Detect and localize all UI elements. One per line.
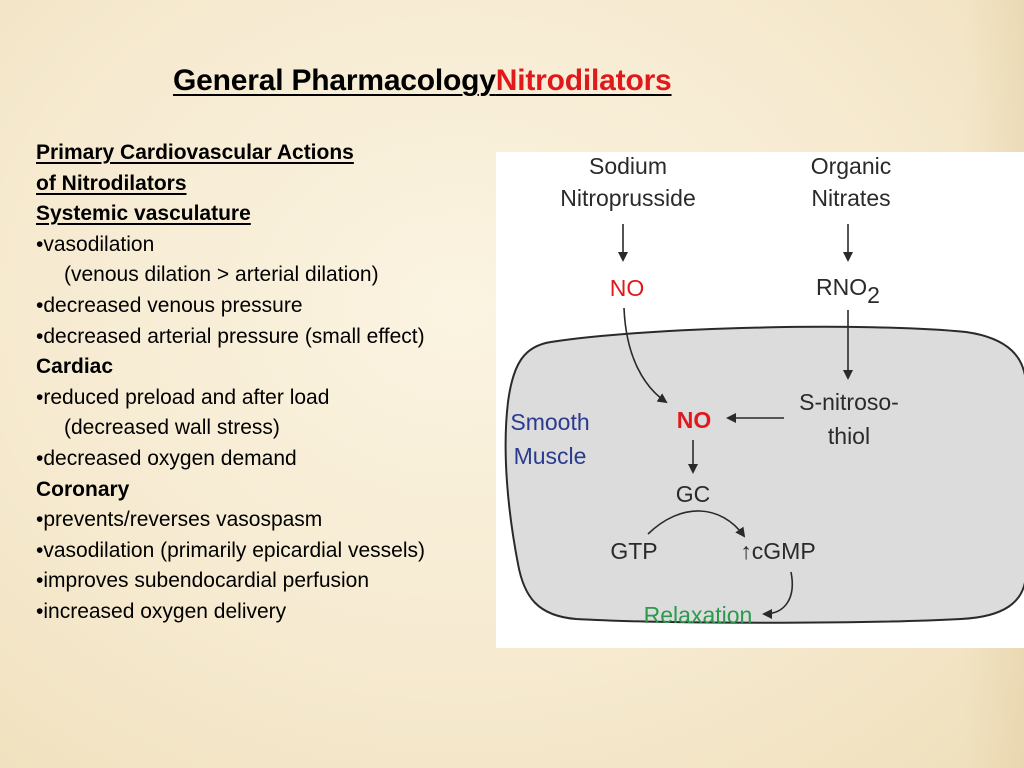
smooth-muscle-cell xyxy=(504,325,1024,624)
bullet-systemic-3: •decreased venous pressure xyxy=(36,293,303,317)
label-relaxation: Relaxation xyxy=(644,602,753,628)
slide-title: General PharmacologyNitrodilators xyxy=(173,64,672,98)
label-gc: GC xyxy=(676,481,711,507)
title-accent: Nitrodilators xyxy=(495,64,672,97)
label-no-center: NO xyxy=(677,407,712,433)
label-cgmp: ↑cGMP xyxy=(740,538,815,564)
bullet-coronary-3: •improves subendocardial perfusion xyxy=(36,569,370,593)
heading-cardiac: Cardiac xyxy=(36,355,114,379)
bullet-coronary-4: •increased oxygen delivery xyxy=(36,599,287,623)
label-organic: Organic xyxy=(811,153,892,179)
pathway-svg: Sodium Nitroprusside Organic Nitrates NO… xyxy=(504,153,1024,628)
label-rno2: RNO2 xyxy=(816,274,880,308)
bullet-cardiac-1: •reduced preload and after load xyxy=(36,385,330,409)
bullet-coronary-1: •prevents/reverses vasospasm xyxy=(36,508,323,532)
arrow-cgmp-to-relaxation xyxy=(762,571,793,619)
label-sodium: Sodium xyxy=(589,153,667,179)
arrow-gtp-to-cgmp xyxy=(647,510,746,538)
title-main: General Pharmacology xyxy=(173,64,496,97)
label-no-top: NO xyxy=(610,275,645,301)
bullet-cardiac-2: (decreased wall stress) xyxy=(64,416,280,440)
label-muscle: Muscle xyxy=(514,443,587,469)
heading-primary-line2: of Nitrodilators xyxy=(36,171,187,195)
heading-coronary: Coronary xyxy=(36,477,130,501)
bullet-coronary-2: •vasodilation (primarily epicardial vess… xyxy=(36,538,425,562)
bullet-systemic-4: •decreased arterial pressure (small effe… xyxy=(36,324,425,348)
label-nitroprusside: Nitroprusside xyxy=(560,185,696,211)
slide-body: Primary Cardiovascular Actions of Nitrod… xyxy=(36,138,496,638)
heading-systemic: Systemic vasculature xyxy=(36,202,251,226)
label-nitrates: Nitrates xyxy=(811,185,890,211)
label-thiol: thiol xyxy=(828,423,870,449)
arrow-no-to-no-center xyxy=(623,307,668,404)
label-gtp: GTP xyxy=(610,538,657,564)
heading-primary-line1: Primary Cardiovascular Actions xyxy=(36,141,354,164)
rno-subscript: 2 xyxy=(867,282,880,308)
rno-base: RNO xyxy=(816,274,867,300)
label-smooth: Smooth xyxy=(510,409,589,435)
nitrodilator-pathway-diagram: Sodium Nitroprusside Organic Nitrates NO… xyxy=(496,152,1024,648)
bullet-cardiac-3: •decreased oxygen demand xyxy=(36,446,297,470)
bullet-systemic-2: (venous dilation > arterial dilation) xyxy=(64,263,379,287)
bullet-systemic-1: •vasodilation xyxy=(36,232,155,256)
label-snitroso: S-nitroso- xyxy=(799,389,899,415)
